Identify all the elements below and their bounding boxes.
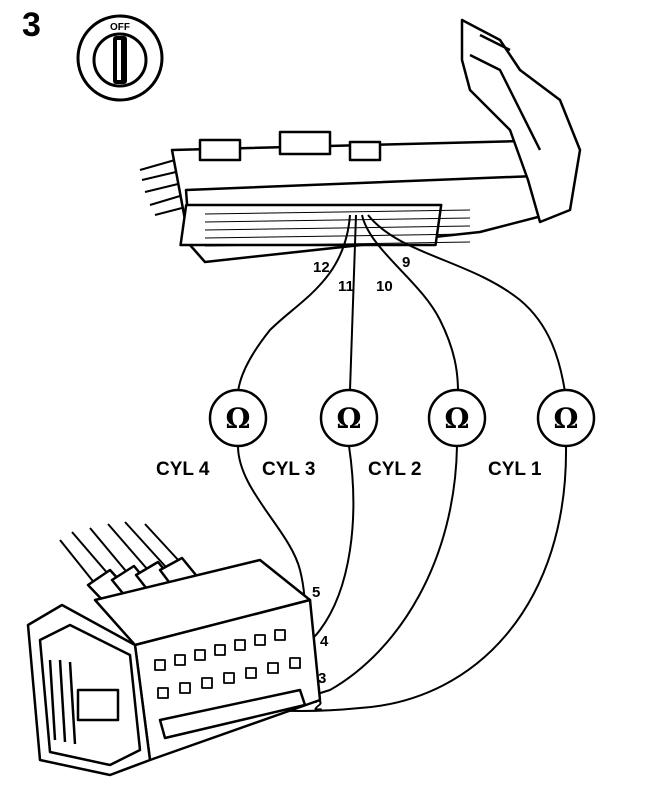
injector-pin-5: 5 <box>312 584 320 601</box>
ohmmeter-cyl2: Ω <box>427 388 487 448</box>
ohm-symbol: Ω <box>445 402 470 435</box>
ecu-pin-9: 9 <box>402 254 410 271</box>
ecu-connector-icon <box>139 18 582 264</box>
ecu-wires <box>237 214 566 393</box>
cyl3-label: CYL 3 <box>262 459 316 480</box>
cyl4-label: CYL 4 <box>156 459 210 480</box>
injector-connector-icon <box>26 521 322 777</box>
ignition-off-label: OFF <box>110 22 130 33</box>
injector-pin-3: 3 <box>318 670 326 687</box>
wire-cyl1-top <box>367 214 566 393</box>
injector-pin-2: 2 <box>314 697 322 714</box>
wire-cyl4-top <box>237 214 351 393</box>
injector-pin-4: 4 <box>320 633 329 650</box>
ohmmeter-cyl3: Ω <box>319 388 379 448</box>
cyl1-label: CYL 1 <box>488 459 542 480</box>
cyl2-label: CYL 2 <box>368 459 422 480</box>
ohmmeter-cyl1: Ω <box>536 388 596 448</box>
ohm-symbol: Ω <box>554 402 579 435</box>
ecu-pin-11: 11 <box>338 278 354 295</box>
ohmmeter-cyl4: Ω <box>208 388 268 448</box>
ignition-switch-icon: OFF <box>76 14 164 102</box>
wire-cyl1-bottom <box>249 445 568 712</box>
ecu-pin-10: 10 <box>376 278 393 295</box>
figure-number: 3 <box>22 6 41 44</box>
wire-cyl3-top <box>349 214 357 391</box>
ohm-symbol: Ω <box>226 402 251 435</box>
wire-cyl2-top <box>361 214 459 393</box>
ecu-pin-12: 12 <box>313 259 330 276</box>
ohm-symbol: Ω <box>337 402 362 435</box>
